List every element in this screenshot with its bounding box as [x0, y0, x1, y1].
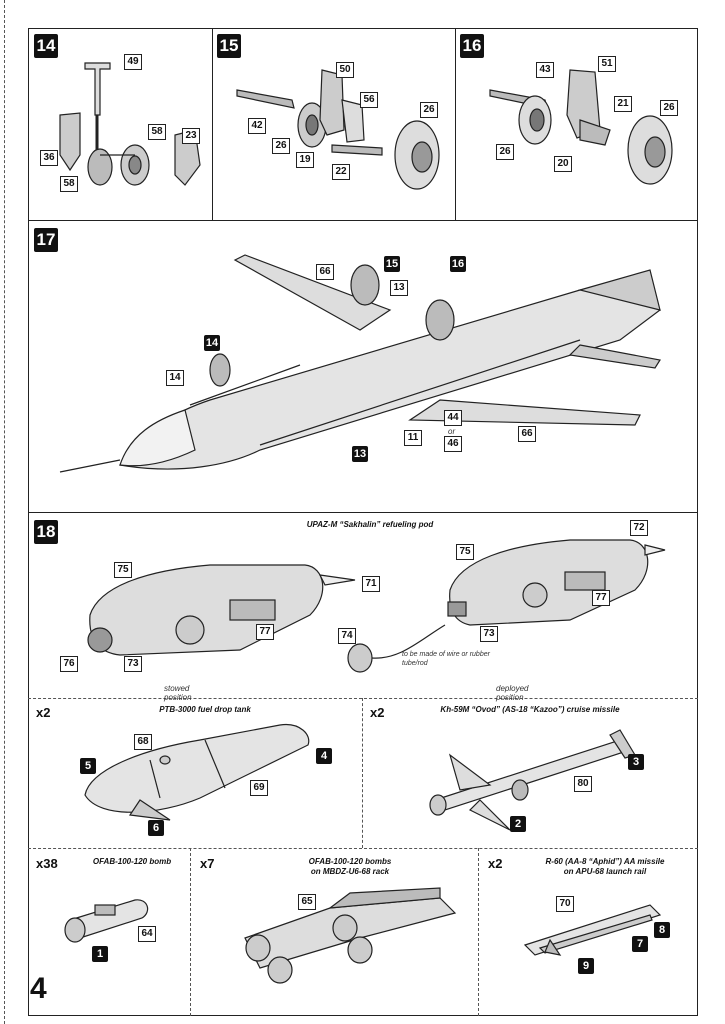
page-number: 4 — [30, 972, 47, 1005]
quantity: x38 — [36, 856, 58, 871]
step-ref: 8 — [654, 922, 670, 938]
step-ref: 4 — [316, 748, 332, 764]
step-number: 18 — [34, 520, 58, 544]
part-label: 77 — [256, 624, 274, 640]
divider — [28, 848, 698, 849]
part-label: 71 — [362, 576, 380, 592]
section-title: R-60 (AA-8 “Aphid”) AA missile — [545, 857, 665, 866]
nose-gear-drawing — [59, 62, 201, 186]
fuel-tank-drawing — [84, 723, 310, 821]
part-label: 74 — [338, 628, 356, 644]
part-label: 14 — [166, 370, 184, 386]
part-label: 36 — [40, 150, 58, 166]
part-label: 64 — [138, 926, 156, 942]
part-label: 56 — [360, 92, 378, 108]
section-title: Kh-59M “Ovod” (AS-18 “Kazoo”) cruise mis… — [440, 705, 620, 714]
divider — [455, 28, 456, 220]
part-label: 75 — [114, 562, 132, 578]
part-label: 13 — [390, 280, 408, 296]
step-number: 15 — [217, 34, 241, 58]
step-number: 14 — [34, 34, 58, 58]
section-title: OFAB-100-120 bombs — [308, 857, 392, 866]
part-label: 26 — [496, 144, 514, 160]
part-label: 22 — [332, 164, 350, 180]
cut-line — [4, 0, 5, 1024]
section-title: UPAZ-M “Sakhalin” refueling pod — [306, 520, 434, 529]
hose-drogue-drawing — [347, 624, 446, 673]
hose-note: to be made of wire or rubber tube/rod — [402, 651, 490, 667]
kh59-drawing — [429, 729, 636, 831]
quantity: x2 — [36, 705, 51, 720]
part-label: 51 — [598, 56, 616, 72]
part-label: 66 — [518, 426, 536, 442]
section-title: PTB-3000 fuel drop tank — [159, 705, 251, 714]
part-label: 58 — [148, 124, 166, 140]
part-label: 58 — [60, 176, 78, 192]
step-ref: 9 — [578, 958, 594, 974]
part-label: 50 — [336, 62, 354, 78]
r60-drawing — [523, 904, 662, 956]
part-label: 65 — [298, 894, 316, 910]
step-ref: 15 — [384, 256, 400, 272]
deployed-caption: deployed position — [496, 684, 529, 702]
part-label: 26 — [660, 100, 678, 116]
part-label: 66 — [316, 264, 334, 280]
part-label: 72 — [630, 520, 648, 536]
aircraft-drawing — [59, 254, 661, 473]
step-ref: 14 — [204, 335, 220, 351]
ofab-drawing — [64, 899, 149, 943]
part-label: 73 — [124, 656, 142, 672]
part-label: 43 — [536, 62, 554, 78]
step-ref: 13 — [352, 446, 368, 462]
step-ref: 3 — [628, 754, 644, 770]
part-label: 46 — [444, 436, 462, 452]
or-text: or — [448, 427, 456, 436]
part-label: 23 — [182, 128, 200, 144]
step-number: 16 — [460, 34, 484, 58]
part-label: 80 — [574, 776, 592, 792]
part-label: 70 — [556, 896, 574, 912]
divider — [212, 28, 213, 220]
main-gear-right-drawing — [489, 69, 673, 185]
instruction-frame — [28, 28, 698, 1016]
divider — [28, 698, 698, 699]
part-label: 21 — [614, 96, 632, 112]
part-label: 19 — [296, 152, 314, 168]
part-label: 44 — [444, 410, 462, 426]
part-label: 77 — [592, 590, 610, 606]
quantity: x2 — [488, 856, 503, 871]
part-label: 76 — [60, 656, 78, 672]
stowed-caption: stowed position — [164, 684, 192, 702]
quantity: x7 — [200, 856, 215, 871]
step-ref: 6 — [148, 820, 164, 836]
quantity: x2 — [370, 705, 385, 720]
part-label: 20 — [554, 156, 572, 172]
divider — [28, 220, 698, 221]
part-label: 68 — [134, 734, 152, 750]
part-label: 75 — [456, 544, 474, 560]
part-label: 11 — [404, 430, 422, 446]
section-title: OFAB-100-120 bomb — [92, 857, 172, 866]
section-subtitle: on APU-68 launch rail — [563, 867, 647, 876]
rack-drawing — [244, 887, 457, 984]
step-ref: 5 — [80, 758, 96, 774]
step-number: 17 — [34, 228, 58, 252]
pod-deployed-drawing — [447, 539, 666, 626]
part-label: 42 — [248, 118, 266, 134]
part-label: 26 — [420, 102, 438, 118]
step-ref: 16 — [450, 256, 466, 272]
main-gear-left-drawing — [236, 69, 440, 190]
section-subtitle: on MBDZ-U6-68 rack — [310, 867, 390, 876]
part-label: 49 — [124, 54, 142, 70]
part-label: 69 — [250, 780, 268, 796]
step-ref: 1 — [92, 946, 108, 962]
divider — [190, 848, 191, 1016]
step-ref: 2 — [510, 816, 526, 832]
part-label: 26 — [272, 138, 290, 154]
step-ref: 7 — [632, 936, 648, 952]
divider — [362, 698, 363, 848]
part-label: 73 — [480, 626, 498, 642]
divider — [478, 848, 479, 1016]
divider — [28, 512, 698, 513]
